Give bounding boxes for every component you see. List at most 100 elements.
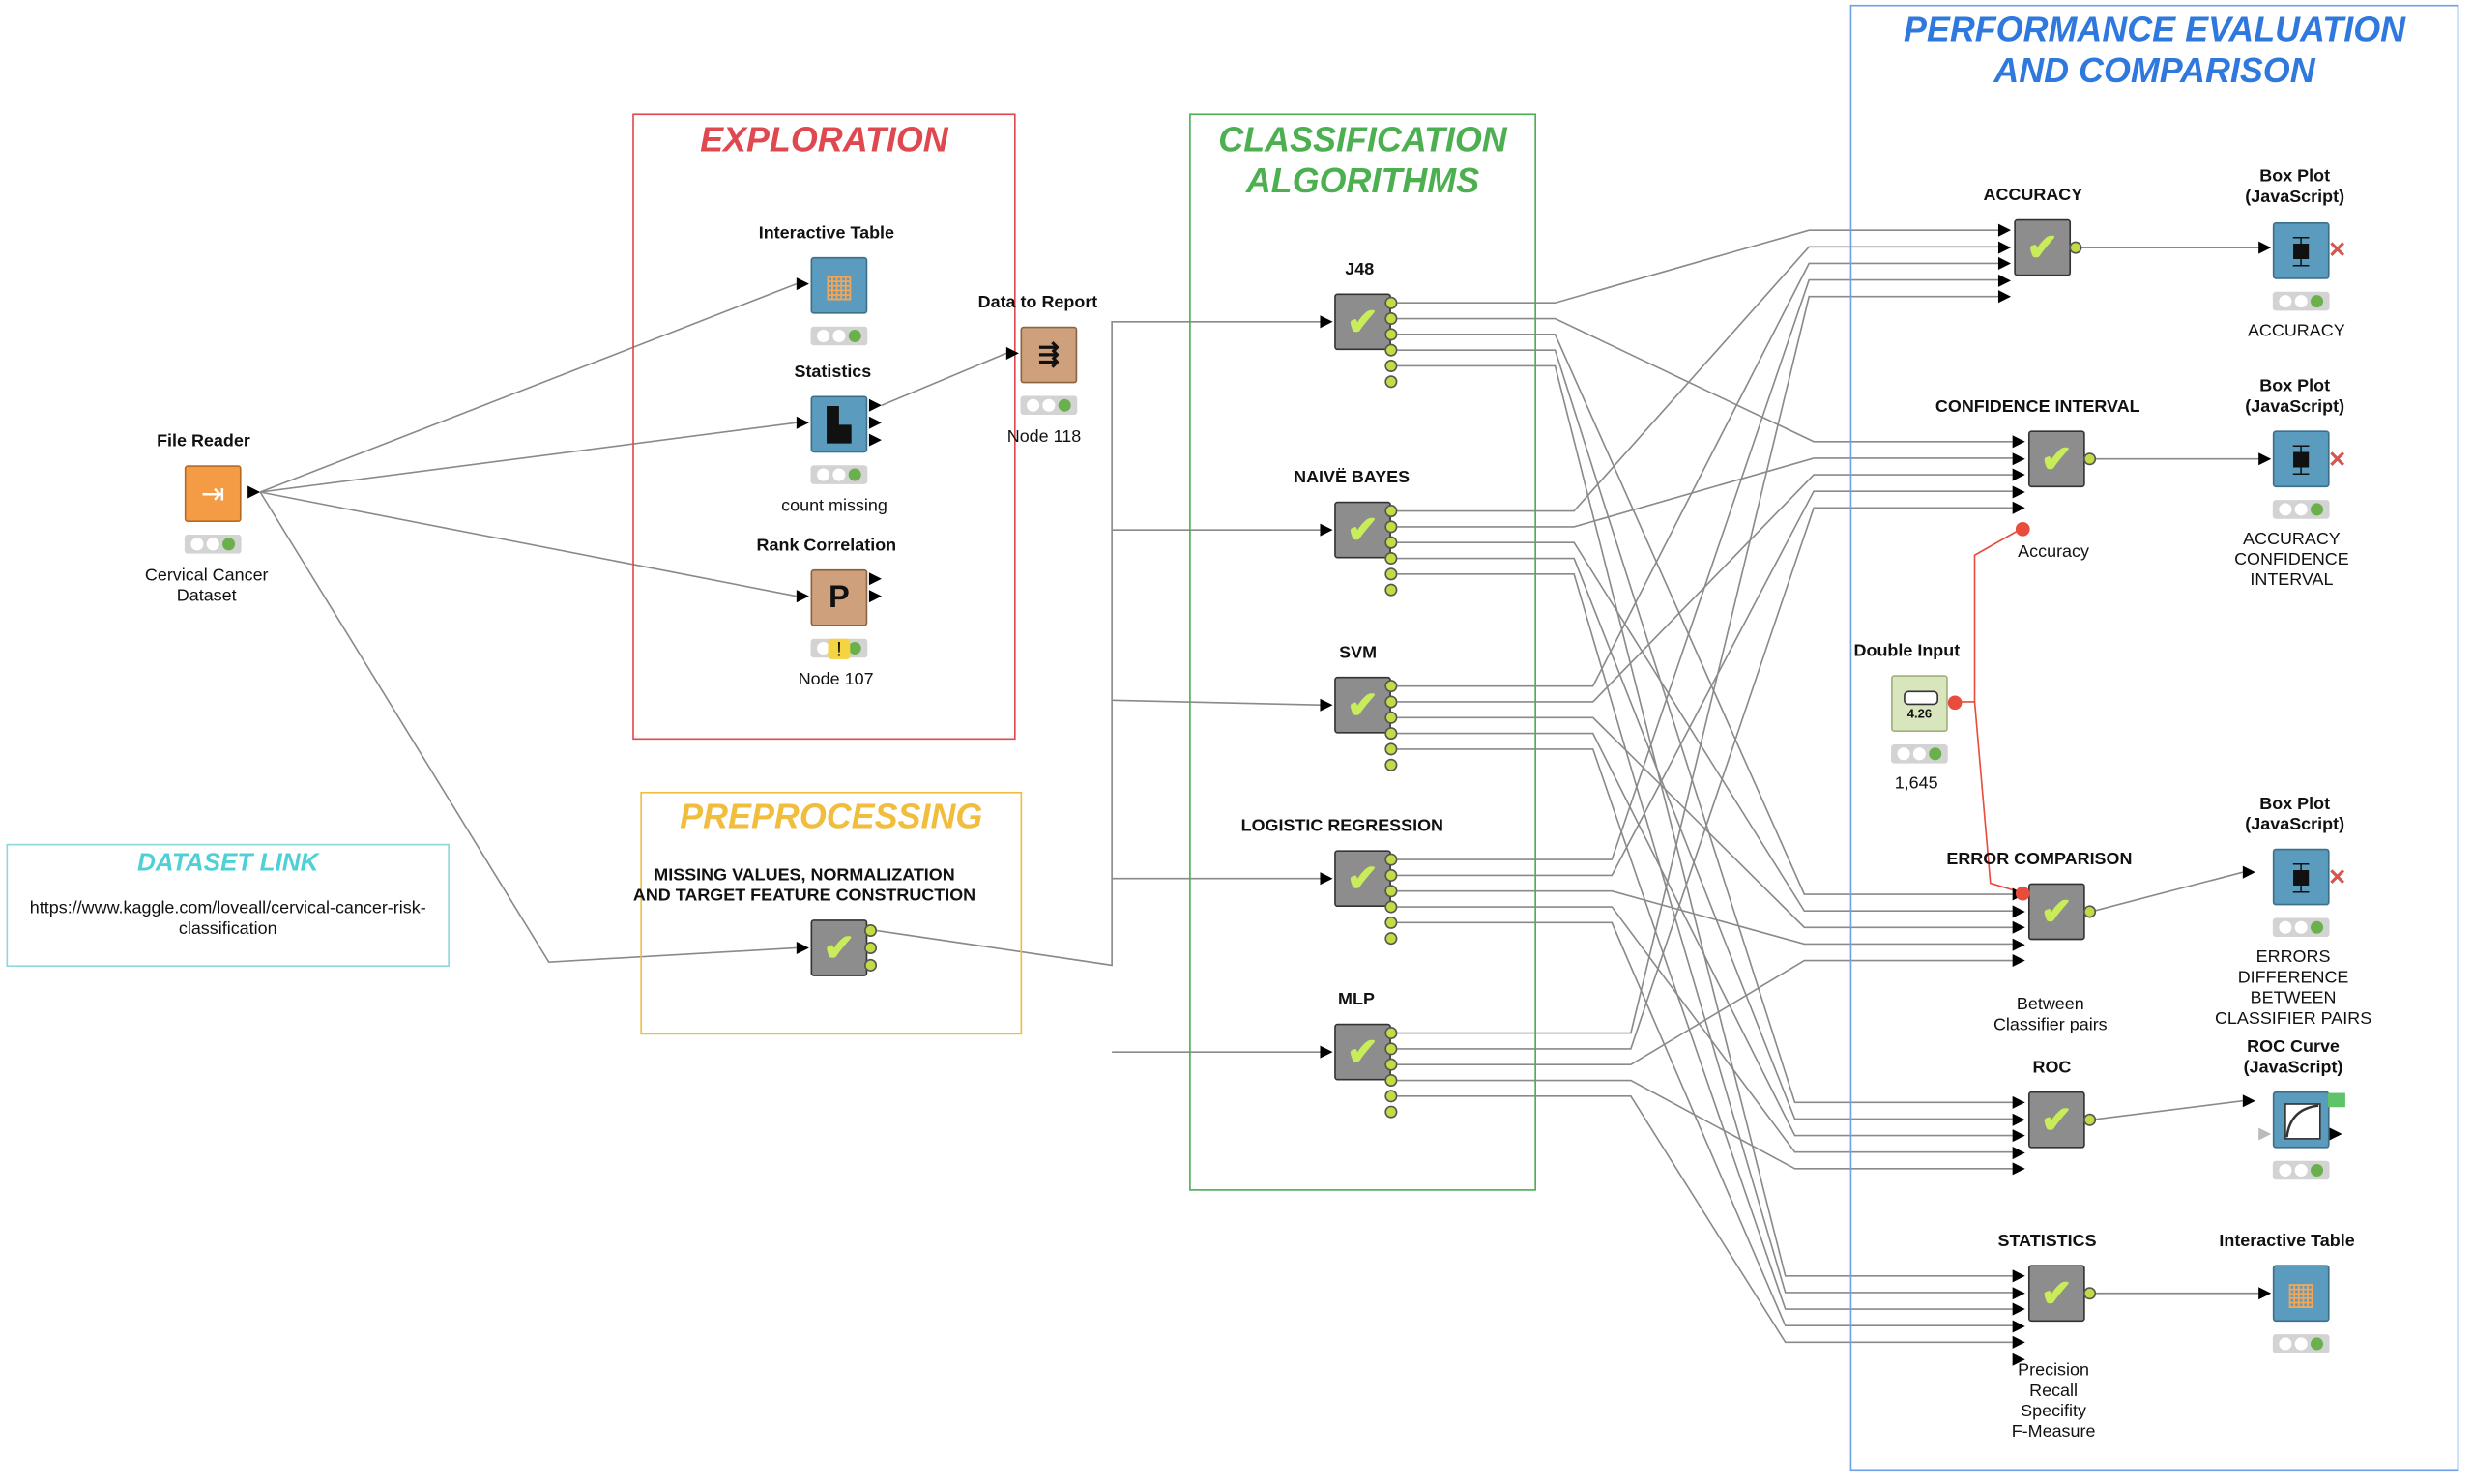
connection-line[interactable]	[881, 352, 1007, 407]
data-port-icon[interactable]	[2012, 1335, 2025, 1349]
metanode-port-icon[interactable]	[1384, 551, 1398, 566]
data-port-icon[interactable]	[2012, 468, 2025, 481]
svm-metanode[interactable]: ✔	[1334, 676, 1391, 734]
metanode-port-icon[interactable]	[1384, 1027, 1398, 1040]
connection-line[interactable]	[1397, 295, 1998, 1034]
file-reader-node[interactable]: ⇥	[184, 465, 242, 522]
connection-line[interactable]	[259, 282, 798, 493]
data-port-icon[interactable]	[1997, 274, 2012, 287]
data-port-icon[interactable]	[1997, 290, 2012, 304]
exploration-annotation[interactable]: EXPLORATION	[632, 113, 1016, 741]
data-port-icon[interactable]	[1320, 872, 1333, 886]
connection-line[interactable]	[1397, 490, 2013, 877]
optional-port-icon[interactable]	[2258, 1127, 2272, 1141]
data-port-icon[interactable]	[2012, 435, 2025, 449]
data-port-icon[interactable]	[2012, 1302, 2025, 1316]
metanode-port-icon[interactable]	[1384, 916, 1398, 929]
data-port-icon[interactable]	[868, 433, 882, 447]
flow-variable-line[interactable]	[1973, 701, 2022, 894]
connection-line[interactable]	[2091, 1099, 2243, 1121]
preprocessing-annotation[interactable]: PREPROCESSING	[640, 791, 1023, 1035]
connection-line[interactable]	[1397, 921, 2013, 1327]
connection-line[interactable]	[2091, 871, 2244, 913]
data-port-icon[interactable]	[2012, 1162, 2025, 1176]
double-input-node[interactable]: 4.26	[1891, 675, 1948, 732]
naive-bayes-metanode[interactable]: ✔	[1334, 501, 1391, 559]
connection-line[interactable]	[1397, 732, 2013, 1137]
data-port-icon[interactable]	[2242, 865, 2255, 879]
metanode-port-icon[interactable]	[1384, 343, 1398, 357]
data-port-icon[interactable]	[2012, 484, 2025, 498]
data-port-icon[interactable]	[868, 590, 882, 603]
data-port-icon[interactable]	[2012, 920, 2025, 934]
data-port-icon[interactable]	[2012, 953, 2025, 968]
connection-line[interactable]	[1397, 457, 2013, 528]
box-plot-3-node[interactable]: ⧯	[2272, 848, 2330, 906]
connection-line[interactable]	[1397, 349, 2013, 1104]
data-port-icon[interactable]	[1320, 523, 1333, 537]
connection-line[interactable]	[1397, 262, 1998, 687]
data-port-icon[interactable]	[2012, 937, 2025, 950]
connection-line[interactable]	[1397, 716, 2013, 929]
data-port-icon[interactable]	[2012, 904, 2025, 917]
roc-curve-node[interactable]	[2272, 1091, 2330, 1149]
connection-line[interactable]	[1397, 1079, 2013, 1170]
metanode-port-icon[interactable]	[1384, 328, 1398, 341]
confidence-interval-metanode[interactable]: ✔	[2027, 430, 2085, 488]
data-port-icon[interactable]	[796, 416, 809, 429]
metanode-port-icon[interactable]	[864, 924, 878, 938]
logistic-regression-metanode[interactable]: ✔	[1334, 850, 1391, 908]
box-plot-1-node[interactable]: ⧯	[2272, 222, 2330, 279]
data-port-icon[interactable]	[2258, 1287, 2272, 1300]
connection-line[interactable]	[1397, 278, 1998, 860]
metanode-port-icon[interactable]	[1384, 536, 1398, 549]
metanode-port-icon[interactable]	[1384, 695, 1398, 709]
preprocessing-metanode[interactable]: ✔	[810, 919, 868, 976]
interactive-table-2-node[interactable]: ▦	[2272, 1265, 2330, 1323]
data-port-icon[interactable]	[796, 941, 809, 954]
metanode-port-icon[interactable]	[1384, 853, 1398, 866]
statistics-perf-metanode[interactable]: ✔	[2027, 1265, 2085, 1323]
data-port-icon[interactable]	[2012, 1269, 2025, 1283]
metanode-port-icon[interactable]	[2083, 452, 2097, 466]
data-port-icon[interactable]	[2012, 1112, 2025, 1126]
data-port-icon[interactable]	[868, 572, 882, 586]
metanode-port-icon[interactable]	[1384, 900, 1398, 914]
data-port-icon[interactable]	[2012, 1286, 2025, 1299]
metanode-port-icon[interactable]	[2069, 241, 2082, 254]
connection-line[interactable]	[260, 422, 797, 493]
connection-line[interactable]	[1397, 557, 2013, 1120]
connection-line[interactable]	[1397, 573, 2013, 1294]
metanode-port-icon[interactable]	[1384, 932, 1398, 946]
metanode-port-icon[interactable]	[1384, 1042, 1398, 1056]
metanode-port-icon[interactable]	[1384, 583, 1398, 597]
data-port-icon[interactable]	[1997, 240, 2012, 253]
data-port-icon[interactable]	[2012, 501, 2025, 514]
dataset-link-annotation[interactable]: DATASET LINK https://www.kaggle.com/love…	[6, 843, 450, 968]
data-port-icon[interactable]	[1997, 223, 2012, 237]
data-port-icon[interactable]	[1320, 698, 1333, 712]
connection-line[interactable]	[1397, 959, 2013, 1066]
image-port-icon[interactable]	[2327, 1092, 2345, 1108]
connection-line[interactable]	[1397, 889, 2013, 946]
classification-annotation[interactable]: CLASSIFICATION ALGORITHMS	[1189, 113, 1536, 1191]
data-port-icon[interactable]	[2258, 452, 2272, 466]
data-to-report-node[interactable]: ⇶	[1020, 326, 1078, 384]
flow-variable-line[interactable]	[1954, 527, 2022, 703]
interactive-table-node[interactable]: ▦	[810, 256, 868, 314]
warning-icon[interactable]: !	[828, 638, 851, 659]
data-port-icon[interactable]	[2012, 1146, 2025, 1159]
connection-line[interactable]	[1397, 906, 2013, 1153]
data-port-icon[interactable]	[796, 277, 809, 291]
metanode-port-icon[interactable]	[2083, 1113, 2097, 1126]
connection-line[interactable]	[259, 491, 797, 963]
data-port-icon[interactable]	[1320, 1045, 1333, 1059]
data-port-icon[interactable]	[247, 485, 261, 499]
data-port-icon[interactable]	[1320, 315, 1333, 329]
data-port-icon[interactable]	[2012, 1129, 2025, 1143]
mlp-metanode[interactable]: ✔	[1334, 1023, 1391, 1081]
connection-line[interactable]	[1397, 246, 1998, 512]
connection-line[interactable]	[1112, 699, 1321, 707]
dataset-url[interactable]: https://www.kaggle.com/loveall/cervical-…	[29, 898, 426, 939]
metanode-port-icon[interactable]	[1384, 567, 1398, 581]
